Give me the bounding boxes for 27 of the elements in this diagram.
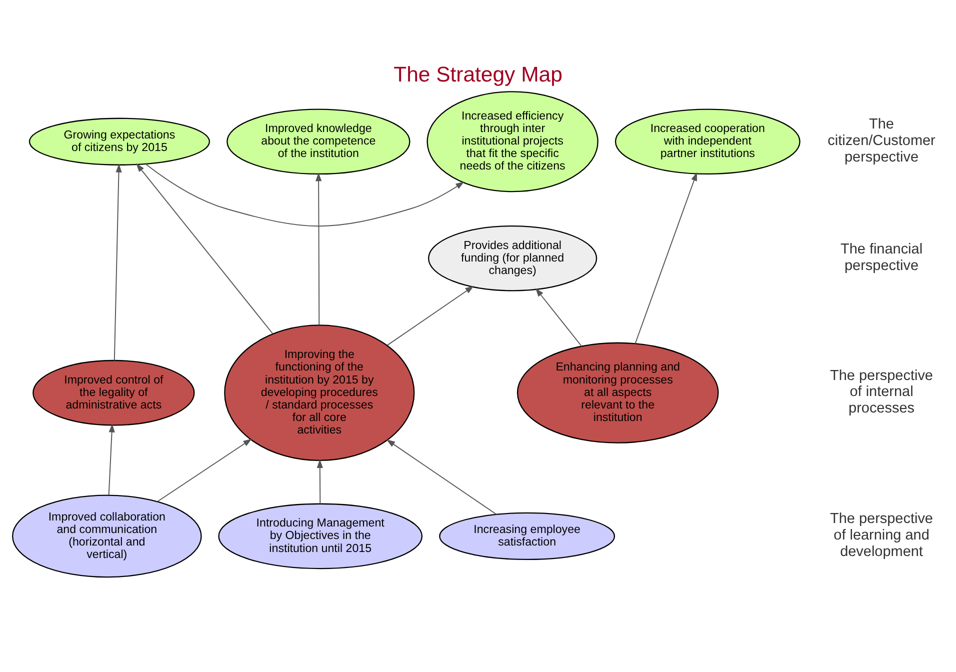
label: The perspective of learning and development — [830, 511, 933, 560]
node-ellipse: Increased cooperation with independent partner institutions — [614, 108, 800, 175]
node-ellipse: Introducing Management by Objectives in the institution until 2015 — [218, 503, 423, 570]
label: The perspective of internal processes — [830, 368, 933, 417]
arrow — [386, 286, 474, 346]
arrow — [145, 163, 464, 227]
arrow — [136, 163, 274, 334]
node-ellipse: Enhancing planning and monitoring processes at all aspects relevant to the institution — [516, 342, 719, 444]
node-ellipse: Improved collaboration and communication (horizontal and vertical) — [12, 494, 202, 578]
arrow — [316, 172, 322, 326]
arrow — [108, 424, 115, 496]
arrow — [535, 288, 582, 347]
arrow — [386, 439, 497, 515]
arrow — [157, 438, 252, 502]
node-ellipse: Improving the functioning of the institution by 2015 by developing procedures / standard processes for all core activities — [224, 324, 415, 462]
label: The financial perspective — [840, 242, 923, 274]
arrow — [114, 164, 122, 362]
label: The citizen/Customer perspective — [828, 116, 936, 166]
arrow — [634, 172, 698, 344]
node-ellipse: Improved knowledge about the competence of the institution — [226, 108, 410, 175]
node-ellipse: Provides additional funding (for planned changes) — [428, 225, 598, 292]
node-ellipse: Increasing employee satisfaction — [439, 512, 616, 560]
node-ellipse: Improved control of the legality of administrative acts — [32, 360, 195, 426]
node-ellipse: Growing expectations of citizens by 2015 — [28, 118, 210, 166]
arrow — [316, 459, 323, 504]
diagram-title: The Strategy Map — [394, 62, 562, 87]
node-ellipse: Increased efficiency through inter institutional projects that fit the specific needs of the citizens — [426, 91, 598, 192]
